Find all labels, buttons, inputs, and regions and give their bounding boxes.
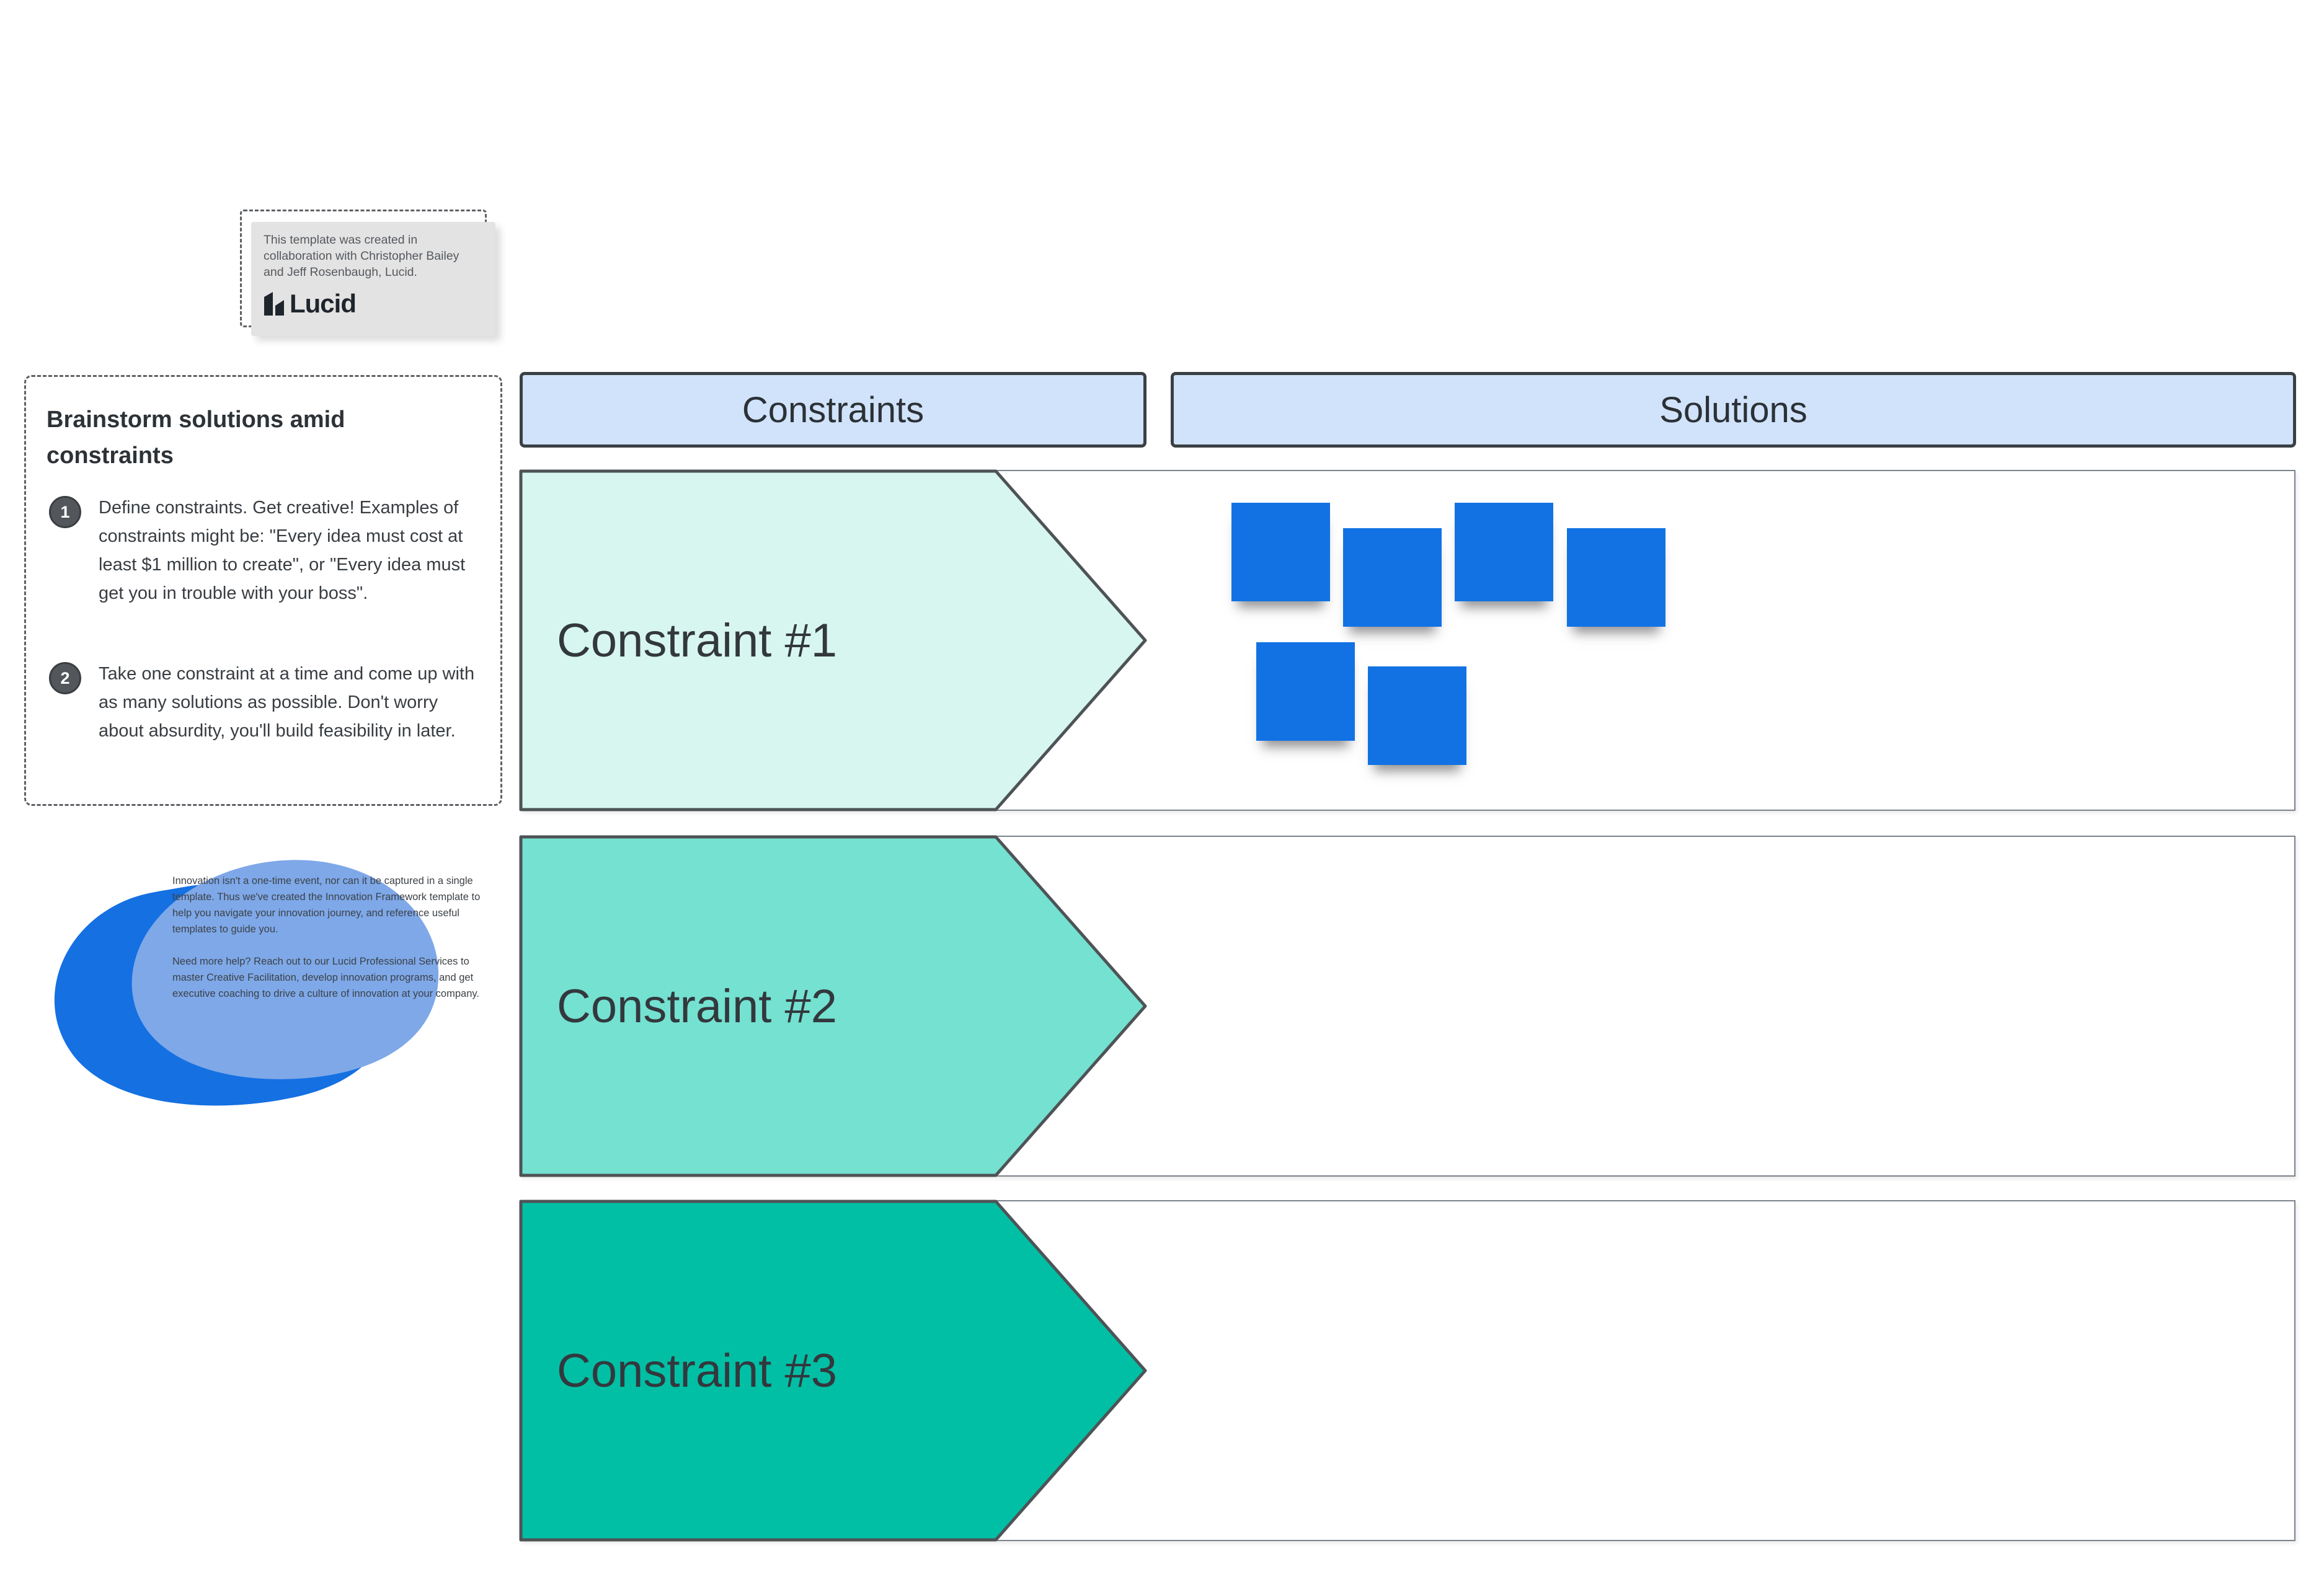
step-2-badge: 2 xyxy=(49,662,81,694)
constraint-1-label: Constraint #1 xyxy=(557,614,838,667)
sticky-note[interactable] xyxy=(1567,528,1665,627)
info-blob-light xyxy=(131,860,439,1079)
constraint-3-arrow[interactable] xyxy=(519,1200,1148,1542)
sticky-note[interactable] xyxy=(1368,666,1466,765)
lucid-logo-icon xyxy=(264,292,284,316)
sticky-note[interactable] xyxy=(1343,528,1442,627)
credit-text: This template was created in collaborati… xyxy=(264,233,459,279)
info-blob-shape[interactable] xyxy=(34,849,450,1116)
instruction-step-1: 1 Define constraints. Get creative! Exam… xyxy=(49,496,483,608)
info-blob-paragraph-2: Need more help? Reach out to our Lucid P… xyxy=(172,956,479,999)
instructions-panel[interactable] xyxy=(24,375,502,806)
info-blob-paragraph-1: Innovation isn't a one-time event, nor c… xyxy=(172,875,481,935)
solutions-column-header[interactable]: Solutions xyxy=(1171,372,2296,448)
instructions-title: Brainstorm solutions amid constraints xyxy=(47,407,345,469)
sticky-note[interactable] xyxy=(1455,503,1553,601)
step-1-text: Define constraints. Get creative! Exampl… xyxy=(99,498,466,603)
constraint-3-label: Constraint #3 xyxy=(557,1344,838,1397)
info-blob-text: Innovation isn't a one-time event, nor c… xyxy=(172,873,498,1018)
constraints-header-label: Constraints xyxy=(742,389,925,430)
lucid-logo-text: Lucid xyxy=(290,289,357,318)
constraint-2-arrow[interactable] xyxy=(519,835,1148,1177)
constraint-2-label: Constraint #2 xyxy=(557,979,838,1033)
sticky-note[interactable] xyxy=(1231,503,1330,601)
credit-card[interactable]: This template was created in collaborati… xyxy=(251,222,495,336)
lucid-logo: Lucid xyxy=(264,289,483,319)
sticky-note[interactable] xyxy=(1256,642,1355,741)
constraint-1-arrow[interactable] xyxy=(519,469,1148,811)
constraints-column-header[interactable]: Constraints xyxy=(520,372,1146,448)
solutions-header-label: Solutions xyxy=(1659,389,1807,430)
step-1-badge: 1 xyxy=(49,496,81,528)
instruction-step-2: 2 Take one constraint at a time and come… xyxy=(49,662,483,745)
step-2-text: Take one constraint at a time and come u… xyxy=(99,664,475,741)
